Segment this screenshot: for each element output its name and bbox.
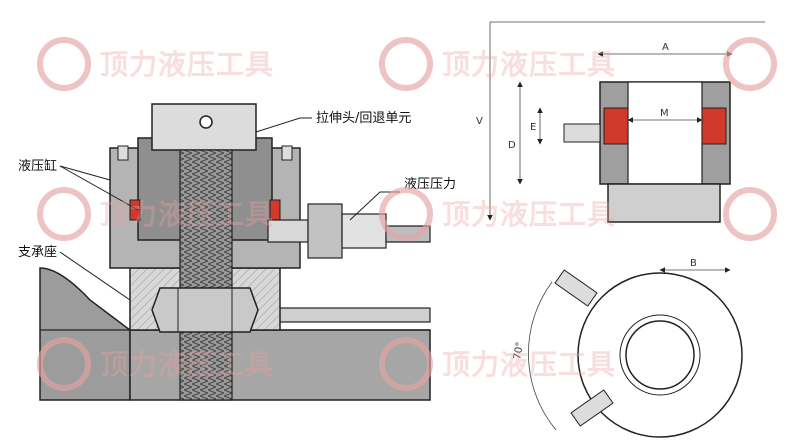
- dim-e: E: [530, 122, 536, 133]
- hex-nut: [151, 287, 259, 333]
- dimension-lines: [487, 21, 765, 273]
- dim-m: M: [660, 108, 669, 119]
- dim-angle: 70°: [512, 341, 526, 360]
- watermark-layer: 顶力液压工具 顶力液压工具 顶力液压工具 顶力液压工具 顶力液压工具 顶力液压工…: [37, 37, 777, 391]
- port-bottom: [570, 389, 614, 427]
- watermark-logo-4: 顶力液压工具: [379, 187, 616, 241]
- label-hydraulic-cylinder: 液压缸: [18, 158, 57, 174]
- watermark-text-3: 顶力液压工具: [100, 198, 274, 231]
- cross-section-drawing: [39, 103, 431, 401]
- watermark-text-4: 顶力液压工具: [442, 198, 616, 231]
- watermark-logo-8: [723, 187, 777, 241]
- dim-b: B: [690, 258, 697, 269]
- watermark-text-5: 顶力液压工具: [100, 348, 274, 381]
- hose-lower: [269, 307, 431, 323]
- section-fitting: [563, 123, 601, 143]
- pressure-valve: [341, 213, 387, 249]
- dim-v: V: [476, 116, 483, 127]
- seal-left: [129, 199, 141, 221]
- section-view: [563, 81, 731, 223]
- angle-arc: [528, 281, 557, 431]
- watermark-text-2: 顶力液压工具: [442, 48, 616, 81]
- watermark-logo-6: 顶力液压工具: [379, 337, 616, 391]
- top-view: [528, 269, 743, 438]
- watermark-logo-5: 顶力液压工具: [37, 337, 274, 391]
- watermark-logo-2: 顶力液压工具: [379, 37, 616, 91]
- port-top: [554, 269, 598, 307]
- label-hydraulic-pressure: 液压压力: [404, 177, 456, 192]
- label-support-seat: 支承座: [18, 245, 57, 260]
- watermark-logo-7: [723, 37, 777, 91]
- watermark-logo-1: 顶力液压工具: [37, 37, 274, 91]
- inner-bore: [625, 320, 695, 390]
- threaded-stud: [179, 149, 233, 401]
- pressure-nut: [307, 203, 343, 259]
- section-base: [607, 183, 721, 223]
- dim-d: D: [508, 140, 516, 151]
- watermark-text-1: 顶力液压工具: [100, 48, 274, 81]
- watermark-text-6: 顶力液压工具: [442, 348, 616, 381]
- dim-a: A: [662, 42, 669, 53]
- label-tension-head: 拉伸头/回退单元: [316, 111, 411, 126]
- watermark-logo-3: 顶力液压工具: [37, 187, 274, 241]
- tension-head-hole: [199, 115, 213, 129]
